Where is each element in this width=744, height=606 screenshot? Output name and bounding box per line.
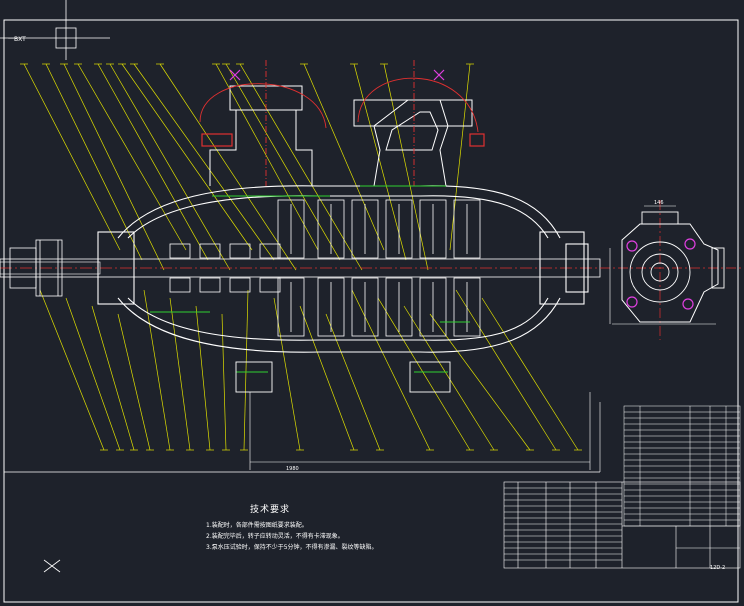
leader-line bbox=[45, 63, 143, 261]
leader-line bbox=[353, 63, 407, 261]
suction-nozzle bbox=[209, 85, 313, 186]
leader-line bbox=[65, 297, 121, 451]
leader-line bbox=[449, 63, 471, 251]
impeller-upper bbox=[351, 199, 379, 259]
leader-line bbox=[63, 63, 165, 271]
sleeve-upper bbox=[259, 243, 281, 259]
nozzle-bolt-marks bbox=[229, 69, 445, 81]
leader-line bbox=[225, 63, 341, 261]
impeller-lower bbox=[317, 277, 345, 337]
leader-line bbox=[325, 313, 381, 451]
technical-requirements-title: 技术要求 bbox=[250, 505, 291, 515]
leader-line bbox=[481, 297, 579, 451]
leader-line bbox=[455, 289, 557, 451]
requirement-item-3: 3.泵水压试验时，保持不少于5分钟，不得有渗漏、裂纹等缺陷。 bbox=[206, 544, 378, 551]
leader-line bbox=[377, 297, 471, 451]
leader-line bbox=[159, 63, 297, 271]
leader-line bbox=[133, 63, 275, 261]
overall-dimension-label: 1980 bbox=[286, 466, 299, 472]
sleeve-lower bbox=[199, 277, 221, 293]
leader-line bbox=[117, 313, 151, 451]
drawing-frame bbox=[3, 19, 739, 603]
impeller-stages bbox=[169, 199, 481, 337]
leader-line bbox=[303, 63, 385, 251]
requirement-item-1: 1.装配时，各部件需按图纸要求装配。 bbox=[206, 522, 308, 529]
red-flange-details bbox=[201, 133, 485, 147]
seal-lines bbox=[150, 185, 470, 373]
leader-line bbox=[239, 63, 363, 271]
impeller-upper bbox=[453, 199, 481, 259]
impeller-upper bbox=[385, 199, 413, 259]
leader-line bbox=[195, 305, 211, 451]
corner-marker bbox=[0, 0, 110, 60]
leader-line bbox=[109, 63, 231, 271]
impeller-upper bbox=[419, 199, 447, 259]
coupling bbox=[9, 239, 63, 297]
leader-lines bbox=[20, 63, 582, 451]
leader-line bbox=[77, 63, 187, 251]
impeller-lower bbox=[351, 277, 379, 337]
side-view bbox=[600, 200, 744, 340]
sleeve-lower bbox=[229, 277, 251, 293]
pump-feet bbox=[235, 361, 451, 393]
impeller-upper bbox=[277, 199, 305, 259]
leader-line bbox=[351, 289, 431, 451]
leader-line bbox=[23, 63, 121, 251]
leader-line bbox=[143, 289, 171, 451]
corner-tag: 一BXT bbox=[8, 36, 26, 43]
leader-line bbox=[97, 63, 209, 261]
nozzle-arcs bbox=[199, 60, 479, 186]
discharge-nozzle bbox=[353, 99, 473, 187]
leader-line bbox=[429, 313, 531, 451]
sleeve-lower bbox=[169, 277, 191, 293]
leader-line bbox=[39, 289, 105, 451]
leader-line bbox=[91, 305, 135, 451]
leader-line bbox=[243, 289, 249, 451]
pump-casing bbox=[97, 185, 589, 353]
side-view-dimension: 146 bbox=[654, 200, 664, 206]
impeller-upper bbox=[317, 199, 345, 259]
leader-line bbox=[215, 63, 319, 251]
leader-line bbox=[383, 63, 429, 271]
impeller-lower bbox=[419, 277, 447, 337]
requirement-item-2: 2.装配完毕后，转子应转动灵活，不得有卡滞现象。 bbox=[206, 533, 344, 540]
leader-line bbox=[221, 313, 227, 451]
sleeve-upper bbox=[199, 243, 221, 259]
leader-line bbox=[299, 305, 355, 451]
sleeve-upper bbox=[169, 243, 191, 259]
sleeve-lower bbox=[259, 277, 281, 293]
title-block bbox=[503, 481, 741, 569]
impeller-lower bbox=[277, 277, 305, 337]
impeller-lower bbox=[385, 277, 413, 337]
parts-list-table bbox=[623, 405, 741, 527]
leader-line bbox=[403, 305, 495, 451]
sleeve-upper bbox=[229, 243, 251, 259]
impeller-lower bbox=[453, 277, 481, 337]
corner-cross-bottom bbox=[43, 559, 61, 573]
leader-line bbox=[121, 63, 253, 251]
overall-dimension bbox=[249, 392, 591, 470]
leader-line bbox=[169, 297, 191, 451]
drawing-number: 12D-2 bbox=[710, 565, 726, 571]
